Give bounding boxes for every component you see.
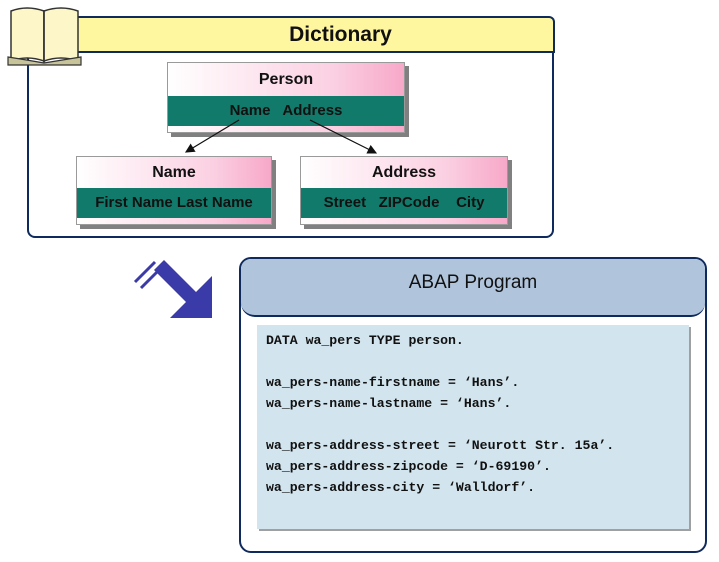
structure-address-fields: Street ZIPCode City xyxy=(301,188,507,218)
structure-name-footer xyxy=(77,218,271,224)
structure-name-title: Name xyxy=(77,157,271,188)
structure-address-footer xyxy=(301,218,507,224)
code-line: wa_pers-name-lastname = ‘Hans’. xyxy=(266,396,512,411)
structure-person-fields: Name Address xyxy=(168,96,404,126)
abap-program-title: ABAP Program xyxy=(408,272,538,293)
dictionary-title: Dictionary xyxy=(289,23,392,46)
abap-program-header: ABAP Program xyxy=(241,259,705,317)
open-book-icon xyxy=(7,7,82,66)
code-line: wa_pers-address-zipcode = ‘D-69190’. xyxy=(266,459,551,474)
code-block: DATA wa_pers TYPE person. wa_pers-name-f… xyxy=(257,325,689,529)
structure-person-title: Person xyxy=(168,63,404,96)
structure-person-footer xyxy=(168,126,404,132)
structure-address: Address Street ZIPCode City xyxy=(300,156,508,225)
code-line: DATA wa_pers TYPE person. xyxy=(266,333,464,348)
abap-program-panel: ABAP Program DATA wa_pers TYPE person. w… xyxy=(239,257,707,553)
structure-person: Person Name Address xyxy=(167,62,405,133)
down-right-arrow-icon xyxy=(133,260,212,318)
structure-name-fields: First Name Last Name xyxy=(77,188,271,218)
structure-address-title: Address xyxy=(301,157,507,188)
dictionary-header: Dictionary xyxy=(78,16,555,53)
code-line: wa_pers-address-street = ‘Neurott Str. 1… xyxy=(266,438,615,453)
code-line: wa_pers-name-firstname = ‘Hans’. xyxy=(266,375,520,390)
code-line: wa_pers-address-city = ‘Walldorf’. xyxy=(266,480,536,495)
structure-name: Name First Name Last Name xyxy=(76,156,272,225)
